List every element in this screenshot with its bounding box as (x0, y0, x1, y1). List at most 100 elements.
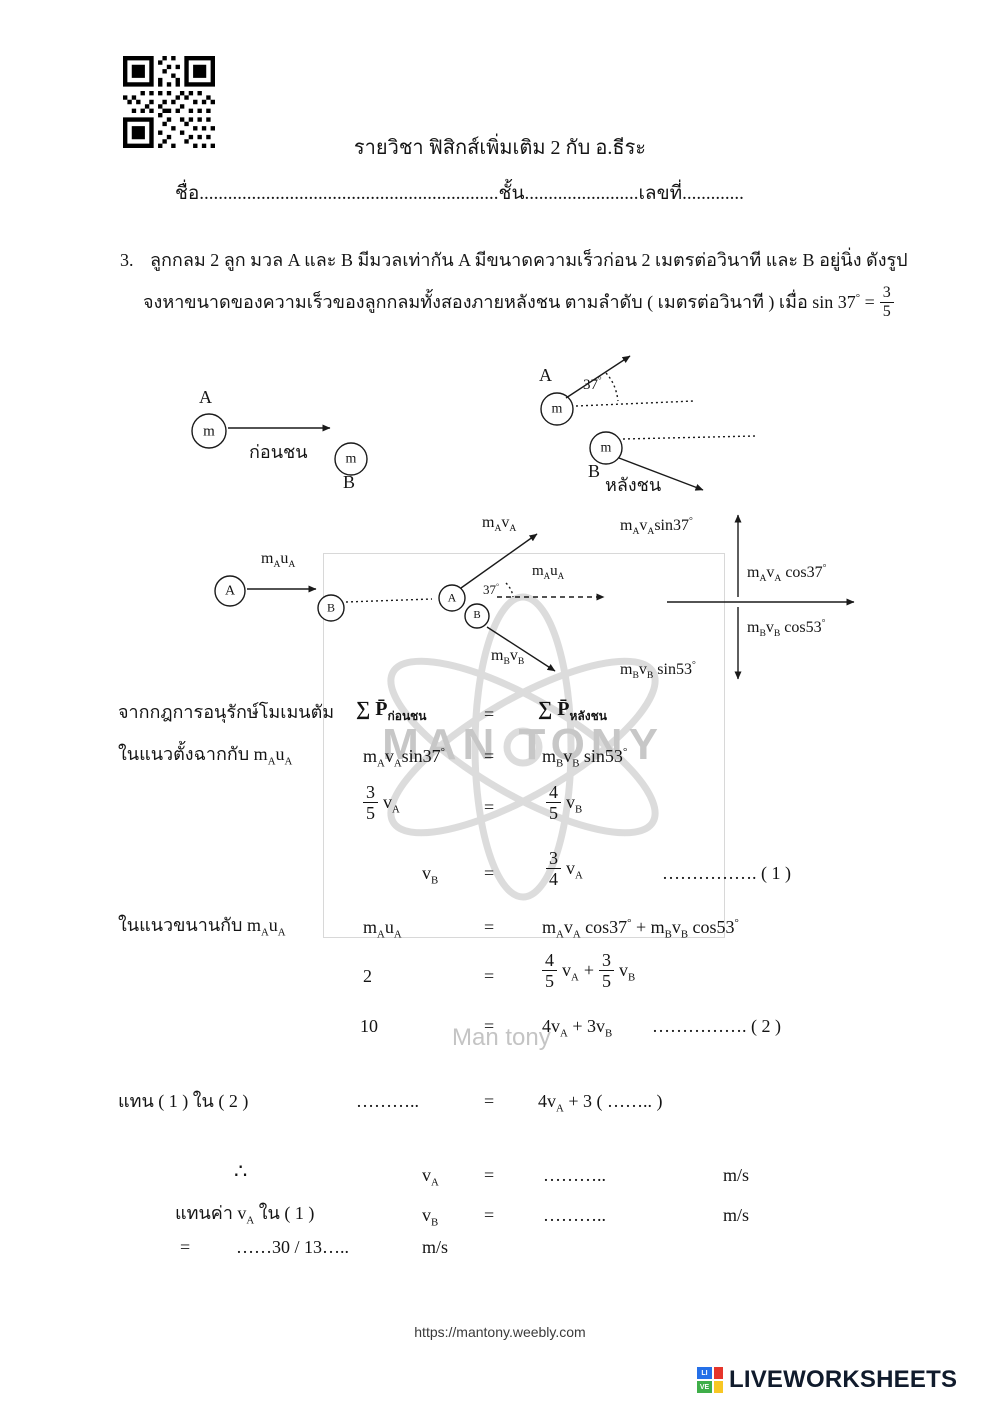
liveworksheets-icon: LI VE (697, 1367, 723, 1393)
eq9-unit: m/s (723, 1165, 750, 1185)
m-b-v-b-cos-label: mBvB cos53° (747, 617, 826, 640)
icon-square-li: LI (697, 1367, 712, 1379)
eq3-lhs-variable: vA (383, 792, 400, 816)
liveworksheets-logo[interactable]: LI VE LIVEWORKSHEETS (697, 1366, 957, 1394)
eq2-lhs: mAvAsin37° (363, 746, 445, 770)
eq1-equals: = (484, 704, 495, 724)
fraction-denominator: 4 (546, 868, 561, 889)
ball-b-before (334, 442, 368, 476)
momentum-ball-b (317, 594, 345, 622)
problem-line1: ลูกกลม 2 ลูก มวล A และ B มีมวลเท่ากัน A … (150, 250, 908, 270)
eq4-answer-dots: ……………. ( 1 ) (662, 863, 791, 883)
eq11-answer-value: ……30 / 13….. (236, 1237, 350, 1257)
eq6-lhs: 2 (363, 966, 372, 986)
eq6-rhs: 4 5 vA + 3 5 vB (542, 950, 635, 991)
m-a-u-a-mid-label: mAuA (532, 563, 565, 581)
momentum-angle-label: 37° (483, 581, 500, 597)
course-title: รายวิชา ฟิสิกส์เพิ่มเติม 2 กับ อ.ธีระ (353, 137, 647, 159)
eq7-rhs: 4vA + 3vB (542, 1016, 613, 1040)
eq8-rhs: 4vA + 3 ( …….. ) (538, 1091, 663, 1115)
eq10-unit: m/s (723, 1205, 750, 1225)
watermark-frame (323, 553, 725, 938)
label-b-after: B (588, 461, 601, 481)
after-collision-label: หลังชน (605, 475, 662, 495)
angle-arc-momentum (505, 582, 514, 598)
eq6-variable-2: vB (618, 960, 636, 984)
eq4-rhs-variable: vA (566, 858, 583, 882)
before-collision-label: ก่อนชน (249, 442, 308, 462)
fraction-numerator: 4 (545, 950, 554, 970)
eq8-lhs-blank: ……….. (356, 1091, 419, 1111)
eq5-equals: = (484, 917, 495, 937)
eq3-rhs-variable: vB (566, 792, 583, 816)
problem-line2-text: จงหาขนาดของความเร็วของลูกกลมทั้งสองภายหล… (143, 292, 875, 313)
name-class-number-line: ชื่อ....................................… (175, 183, 744, 204)
watermark-atom-icon (387, 593, 659, 901)
momentum-center-ball-a (438, 584, 466, 612)
eq3-rhs-fraction: 4 5 (546, 782, 561, 823)
eq1-label: จากกฎการอนุรักษ์โมเมนตัม (118, 702, 335, 722)
eq9-equals: = (484, 1165, 495, 1185)
eq4-rhs: 3 4 vA (546, 848, 583, 889)
eq3-rhs: 4 5 vB (546, 782, 582, 823)
label-a-after: A (539, 365, 552, 385)
fraction-numerator: 3 (549, 848, 558, 868)
eq4-lhs: vB (422, 863, 439, 887)
eq5-lhs: mAuA (363, 917, 402, 941)
eq11-unit: m/s (422, 1237, 449, 1257)
fraction-denominator: 5 (542, 970, 557, 991)
watermark-text: MAN TONY (382, 720, 664, 769)
eq7-lhs: 10 (360, 1016, 378, 1036)
fraction-numerator: 4 (549, 782, 558, 802)
ball-b-after-velocity-arrow (618, 457, 704, 491)
fraction-denominator: 5 (363, 802, 378, 823)
eq2-equals: = (484, 746, 495, 766)
ball-b-mass-label: m (345, 451, 357, 467)
eq5-rhs: mAvA cos37° + mBvB cos53° (542, 917, 739, 941)
momentum-ball-a-label: A (224, 583, 236, 599)
eq9-answer-blank: ……….. (543, 1165, 606, 1185)
eq7-answer-dots: ……………. ( 2 ) (652, 1016, 781, 1036)
momentum-dotted-line (345, 598, 433, 603)
m-a-u-a-left-label: mAuA (261, 550, 296, 571)
m-a-v-a-cos-label: mAvA cos37° (747, 562, 827, 585)
watermark-subtext: Man tony (452, 1024, 551, 1051)
eq5-label: ในแนวขนานกับ mAuA (118, 915, 286, 939)
eq1-lhs: ∑ P̄ก่อนชน (356, 698, 427, 723)
ball-a-after-velocity-arrow (565, 355, 631, 399)
eq2-rhs: mBvB sin53° (542, 746, 628, 770)
label-a-before: A (199, 387, 212, 407)
eq9-lhs: vA (422, 1165, 439, 1189)
fraction-denominator: 5 (546, 802, 561, 823)
m-a-v-a-sin-label: mAvAsin37° (620, 515, 693, 538)
eq3-lhs: 3 5 vA (363, 782, 400, 823)
eq10-label: แทนค่า vA ใน ( 1 ) (175, 1203, 315, 1227)
eq2-label: ในแนวตั้งฉากกับ mAuA (118, 744, 293, 768)
ball-b-after-mass-label: m (600, 440, 612, 456)
icon-square-red (714, 1367, 723, 1379)
eq1-rhs: ∑ P̄หลังชน (538, 698, 607, 723)
qr-code (123, 56, 215, 148)
eq3-equals: = (484, 797, 495, 817)
eq6-variable-1: vA (562, 960, 579, 984)
ball-a-before (191, 413, 227, 449)
ball-a-after (540, 392, 574, 426)
momentum-ball-a (214, 575, 246, 607)
fraction-denominator: 5 (879, 301, 894, 321)
eq6-plus: + (583, 960, 594, 981)
eq6-equals: = (484, 966, 495, 986)
eq6-fraction-1: 4 5 (542, 950, 557, 991)
momentum-center-ball-b (464, 603, 490, 629)
ball-a-after-mass-label: m (551, 401, 563, 417)
liveworksheets-wordmark: LIVEWORKSHEETS (729, 1366, 958, 1393)
fraction-denominator: 5 (598, 970, 614, 991)
footer-url-link[interactable]: https://mantony.weebly.com (414, 1324, 586, 1340)
eq8-equals: = (484, 1091, 495, 1111)
eq10-equals: = (484, 1205, 495, 1225)
label-b-before: B (343, 472, 356, 492)
fraction-numerator: 3 (882, 284, 891, 301)
fraction-numerator: 3 (601, 950, 611, 970)
m-a-v-a-label: mAvA (482, 514, 517, 535)
icon-square-yellow (714, 1381, 723, 1393)
